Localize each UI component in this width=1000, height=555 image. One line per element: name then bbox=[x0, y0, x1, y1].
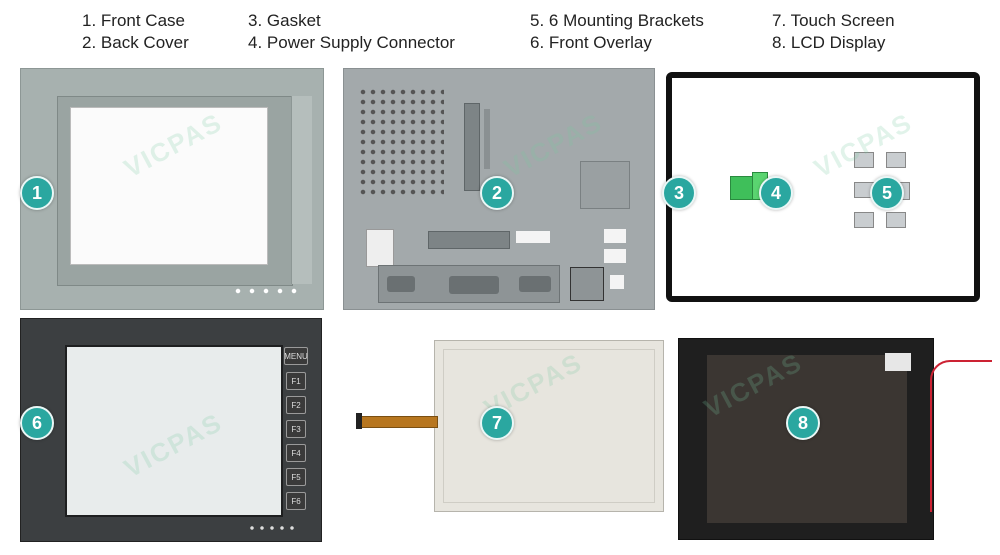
overlay-key-f1: F1 bbox=[286, 372, 306, 390]
front-case-image bbox=[20, 68, 324, 310]
overlay-key-f6: F6 bbox=[286, 492, 306, 510]
legend-item-back-cover: 2. Back Cover bbox=[82, 33, 189, 52]
front-case-side-strip bbox=[291, 96, 312, 284]
back-cover-vent-grid bbox=[358, 87, 444, 197]
legend-item-front-case: 1. Front Case bbox=[82, 11, 185, 30]
legend-item-power-connector: 4. Power Supply Connector bbox=[248, 33, 455, 52]
front-case-window bbox=[57, 96, 293, 286]
badge-mounting-brackets: 5 bbox=[870, 176, 904, 210]
badge-front-case: 1 bbox=[20, 176, 54, 210]
front-overlay-leds bbox=[247, 525, 297, 531]
overlay-key-f3: F3 bbox=[286, 420, 306, 438]
badge-gasket: 3 bbox=[662, 176, 696, 210]
front-case-leds bbox=[231, 288, 301, 294]
legend-col-3: 5. 6 Mounting Brackets 6. Front Overlay bbox=[530, 10, 704, 54]
overlay-key-f4: F4 bbox=[286, 444, 306, 462]
badge-lcd-display: 8 bbox=[786, 406, 820, 440]
legend-item-mounting-brackets: 5. 6 Mounting Brackets bbox=[530, 11, 704, 30]
front-overlay-image bbox=[20, 318, 322, 542]
legend-col-2: 3. Gasket 4. Power Supply Connector bbox=[248, 10, 455, 54]
badge-front-overlay: 6 bbox=[20, 406, 54, 440]
touch-screen-cable bbox=[360, 416, 438, 428]
badge-back-cover: 2 bbox=[480, 176, 514, 210]
overlay-key-f5: F5 bbox=[286, 468, 306, 486]
legend-item-front-overlay: 6. Front Overlay bbox=[530, 33, 652, 52]
legend-item-touch-screen: 7. Touch Screen bbox=[772, 11, 895, 30]
legend-item-lcd-display: 8. LCD Display bbox=[772, 33, 886, 52]
gasket-image bbox=[666, 72, 980, 302]
front-overlay-screen-area bbox=[65, 345, 283, 517]
badge-power-connector: 4 bbox=[759, 176, 793, 210]
overlay-key-f2: F2 bbox=[286, 396, 306, 414]
back-cover-port-bay bbox=[378, 265, 560, 303]
overlay-key-menu: MENU bbox=[284, 347, 308, 365]
badge-touch-screen: 7 bbox=[480, 406, 514, 440]
touch-screen-image bbox=[434, 340, 664, 512]
power-connector-image bbox=[730, 172, 768, 202]
legend-col-4: 7. Touch Screen 8. LCD Display bbox=[772, 10, 895, 54]
lcd-wires bbox=[930, 360, 992, 512]
back-cover-image bbox=[343, 68, 655, 310]
legend-col-1: 1. Front Case 2. Back Cover bbox=[82, 10, 189, 54]
legend-item-gasket: 3. Gasket bbox=[248, 11, 321, 30]
